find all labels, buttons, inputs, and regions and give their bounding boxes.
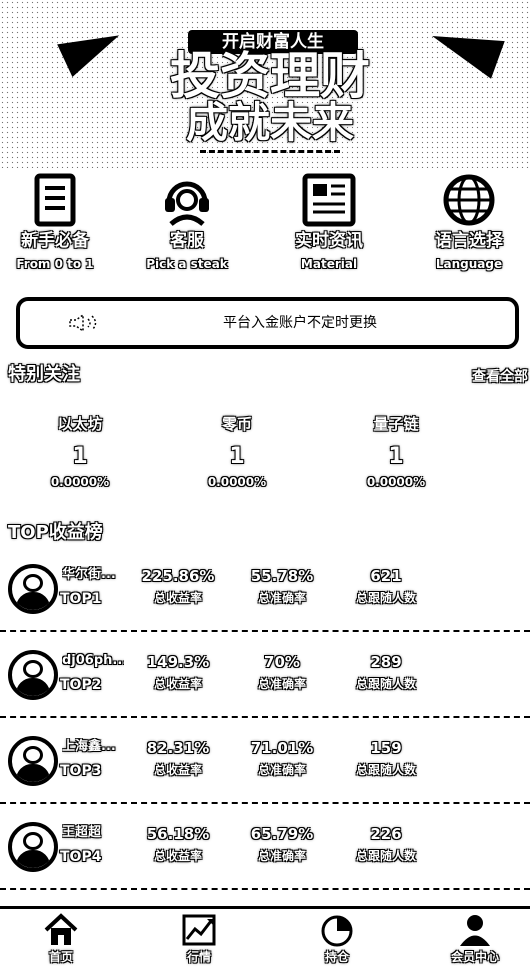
globe-icon: [443, 174, 495, 226]
tab-member-center[interactable]: 会员中心: [430, 909, 520, 968]
row-divider: [0, 630, 530, 632]
speaker-icon: [69, 313, 97, 333]
coin-price: 1: [388, 444, 404, 469]
coin-name: 量子链: [373, 415, 419, 433]
row-divider: [0, 802, 530, 804]
coin-change: 0.0000%: [50, 475, 110, 489]
menu-item-news[interactable]: 实时资讯 Material: [274, 168, 384, 278]
accuracy-value: 65.79%: [250, 825, 314, 843]
followers-value: 289: [370, 653, 402, 671]
banner-overlay: [0, 0, 530, 168]
notice-text: 平台入金账户不定时更换: [223, 315, 377, 331]
coin-card[interactable]: 零币 1 0.0000%: [177, 402, 297, 502]
trader-name: dj06ph...: [62, 653, 124, 668]
coin-card[interactable]: 以太坊 1 0.0000%: [20, 402, 140, 502]
trader-name: 王超超: [62, 825, 102, 840]
tab-home[interactable]: 首页: [16, 909, 106, 968]
top-row-1[interactable]: 华尔街... TOP1 225.86% 总收益率 55.78% 总准确率 621 总跟…: [0, 560, 530, 646]
followers-label: 总跟随人数: [355, 763, 416, 777]
accuracy-label: 总准确率: [257, 591, 306, 605]
menu-item-label: 实时资讯: [295, 231, 363, 251]
total-return-value: 149.3%: [146, 653, 210, 671]
tab-market[interactable]: 行情: [154, 909, 244, 968]
tab-label: 首页: [48, 950, 73, 964]
menu-item-sublabel: Pick a steak: [146, 257, 228, 271]
trader-rank: TOP3: [60, 763, 102, 779]
followers-label: 总跟随人数: [355, 677, 416, 691]
coin-change: 0.0000%: [366, 475, 426, 489]
total-return-label: 总收益率: [153, 591, 202, 605]
total-return-label: 总收益率: [153, 763, 202, 777]
top-row-3[interactable]: 上海鑫... TOP3 82.31% 总收益率 71.01% 总准确率 159 总跟随…: [0, 732, 530, 818]
total-return-value: 225.86%: [141, 567, 215, 585]
menu-item-label: 新手必备: [21, 231, 89, 251]
watchlist-title: 特别关注: [8, 364, 80, 385]
hero-banner: 开启财富人生 投资理财 成就未来: [0, 0, 530, 168]
followers-label: 总跟随人数: [355, 849, 416, 863]
total-return-label: 总收益率: [153, 849, 202, 863]
menu-item-label: 客服: [170, 231, 204, 251]
total-return-label: 总收益率: [153, 677, 202, 691]
accuracy-label: 总准确率: [257, 763, 306, 777]
total-return-value: 56.18%: [146, 825, 210, 843]
tab-label: 行情: [186, 950, 211, 964]
chart-icon: [182, 914, 216, 946]
top-row-4[interactable]: 王超超 TOP4 56.18% 总收益率 65.79% 总准确率 226 总跟随人数: [0, 818, 530, 904]
coin-price: 1: [72, 444, 88, 469]
total-return-value: 82.31%: [146, 739, 210, 757]
pie-icon: [321, 915, 353, 947]
coin-name: 以太坊: [57, 415, 103, 433]
avatar: [8, 564, 58, 614]
avatar: [8, 650, 58, 700]
top-list-title: TOP收益榜: [8, 522, 103, 543]
followers-value: 621: [370, 567, 402, 585]
tab-label: 会员中心: [450, 950, 499, 964]
menu-item-sublabel: Material: [300, 257, 358, 271]
menu-item-sublabel: Language: [435, 257, 503, 271]
followers-label: 总跟随人数: [355, 591, 416, 605]
trader-name: 上海鑫...: [62, 739, 116, 754]
tab-positions[interactable]: 持仓: [292, 909, 382, 968]
home-icon: [44, 913, 78, 945]
banner-title-line1: 投资理财: [170, 47, 370, 105]
quick-menu: 新手必备 From 0 to 1 客服 Pick a steak 实时资讯 Ma…: [0, 168, 530, 278]
trader-rank: TOP1: [60, 591, 102, 607]
followers-value: 159: [370, 739, 402, 757]
view-all-link[interactable]: 查看全部: [472, 369, 528, 385]
menu-item-sublabel: From 0 to 1: [16, 257, 94, 271]
accuracy-value: 71.01%: [250, 739, 314, 757]
banner-title-line2: 成就未来: [185, 98, 354, 147]
followers-value: 226: [370, 825, 402, 843]
avatar: [8, 822, 58, 872]
accuracy-label: 总准确率: [257, 677, 306, 691]
menu-item-service[interactable]: 客服 Pick a steak: [132, 168, 242, 278]
accuracy-value: 55.78%: [250, 567, 314, 585]
tab-label: 持仓: [324, 950, 349, 964]
banner-subtitle: 开启财富人生: [188, 30, 358, 54]
coin-card[interactable]: 量子链 1 0.0000%: [336, 402, 456, 502]
user-icon: [460, 915, 490, 946]
headset-icon: [165, 181, 209, 226]
notice-bar[interactable]: 平台入金账户不定时更换: [16, 297, 519, 349]
coin-name: 零币: [221, 415, 252, 433]
book-icon: [34, 173, 76, 227]
accuracy-label: 总准确率: [257, 849, 306, 863]
row-divider: [0, 888, 530, 890]
banner-decoration: [200, 150, 340, 160]
trader-name: 华尔街...: [62, 567, 116, 582]
avatar: [8, 736, 58, 786]
coin-change: 0.0000%: [207, 475, 267, 489]
menu-item-beginner[interactable]: 新手必备 From 0 to 1: [0, 168, 110, 278]
menu-item-language[interactable]: 语言选择 Language: [414, 168, 524, 278]
trader-rank: TOP2: [60, 677, 102, 693]
trader-rank: TOP4: [60, 849, 102, 865]
top-row-2[interactable]: dj06ph... TOP2 149.3% 总收益率 70% 总准确率 289 总跟随…: [0, 646, 530, 732]
row-divider: [0, 716, 530, 718]
coin-price: 1: [229, 444, 245, 469]
news-icon: [302, 173, 356, 227]
watchlist-coins: 以太坊 1 0.0000% 零币 1 0.0000% 量子链 1 0.0000%: [0, 402, 530, 502]
menu-item-label: 语言选择: [435, 231, 503, 251]
bottom-tab-bar: 首页 行情 持仓 会员中心: [0, 906, 530, 968]
accuracy-value: 70%: [264, 653, 300, 671]
